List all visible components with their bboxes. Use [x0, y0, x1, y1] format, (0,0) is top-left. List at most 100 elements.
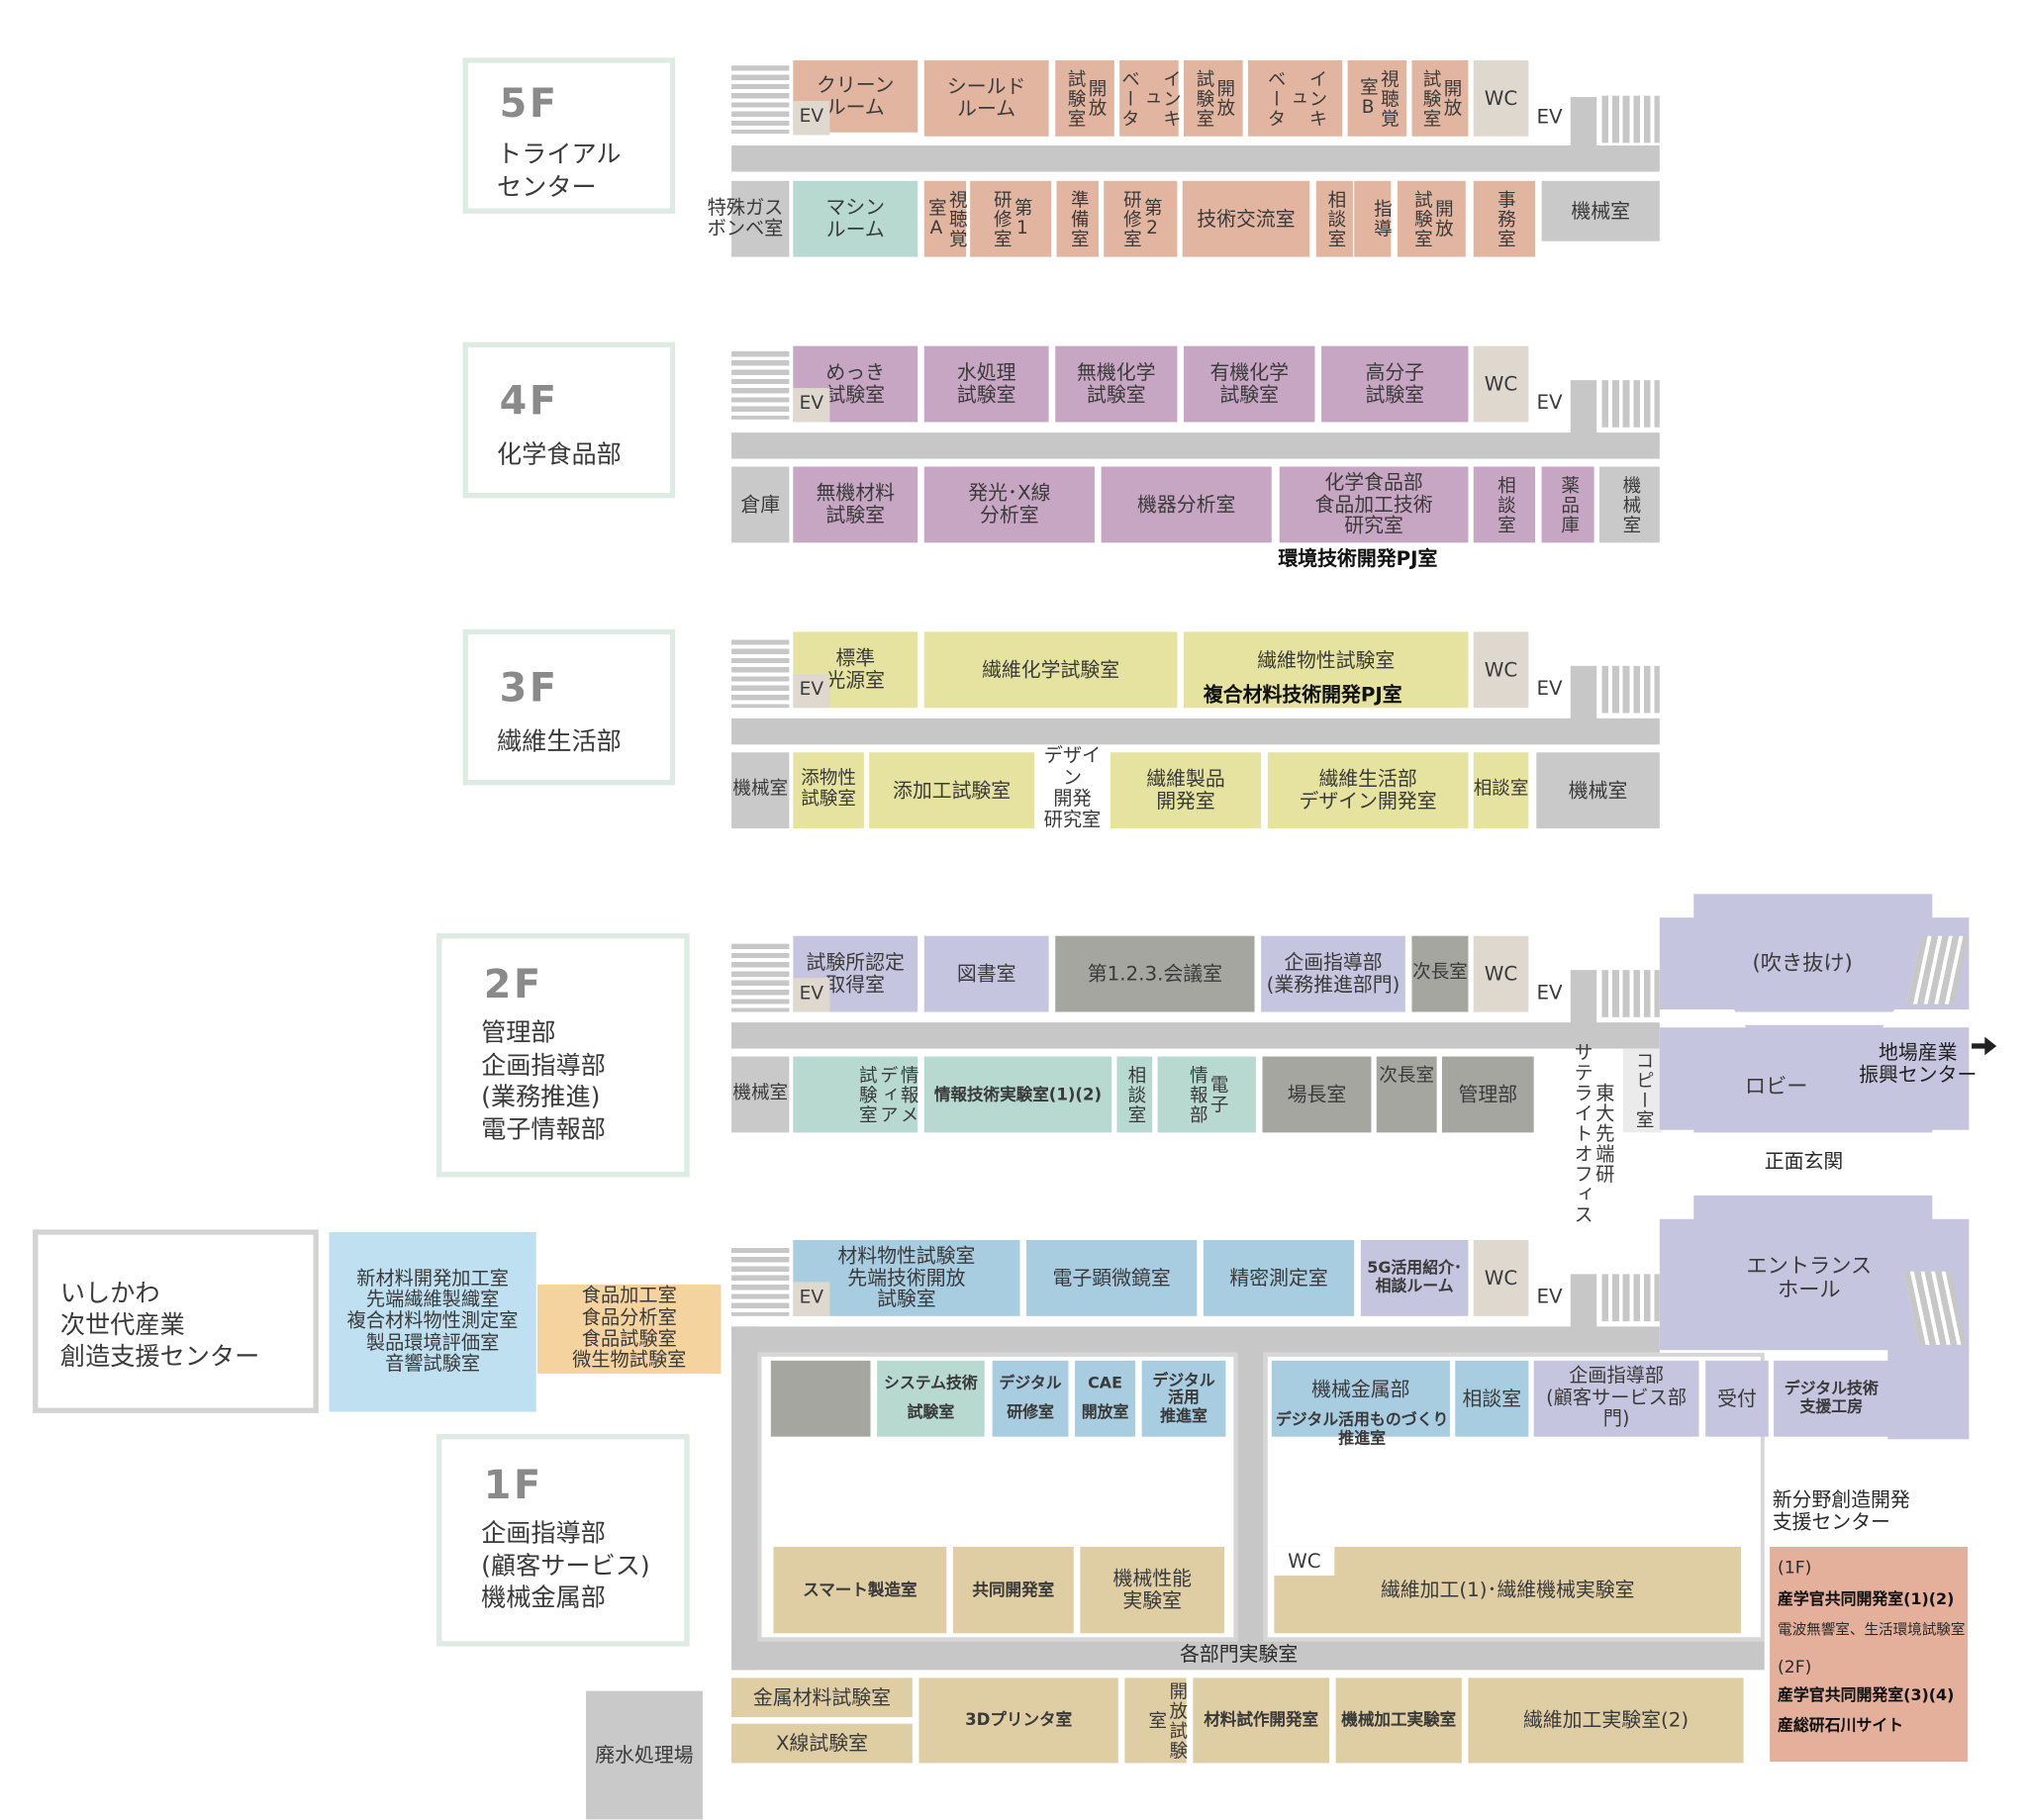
room-material-properties[interactable]: 材料物性試験室 先端技術開放 試験室	[793, 1239, 1020, 1316]
room-instrument-analysis[interactable]: 機器分析室	[1101, 466, 1272, 543]
corridor	[731, 145, 1660, 172]
room-office[interactable]: 事務室	[1473, 180, 1535, 257]
elevator: EV	[1536, 675, 1563, 700]
room-digital-promotion[interactable]: デジタル 活用 推進室	[1141, 1360, 1226, 1437]
room-incubator[interactable]: インキュ ベータ	[1247, 59, 1343, 137]
room-polymer[interactable]: 高分子 試験室	[1321, 345, 1469, 423]
room-inorganic[interactable]: 無機化学 試験室	[1055, 345, 1178, 423]
room-deputy-director[interactable]: 次長室	[1411, 935, 1469, 1012]
room-planning-customer[interactable]: 企画指導部 (顧客サービス部門)	[1533, 1360, 1699, 1437]
corridor	[731, 432, 1660, 459]
restroom: WC	[1473, 935, 1529, 1012]
room-fiber-products[interactable]: 繊維製品 開発室	[1110, 752, 1262, 829]
room-exchange[interactable]: 技術交流室	[1182, 180, 1310, 257]
room-fiber-processing-1[interactable]: 繊維加工(1)･繊維機械実験室	[1274, 1546, 1741, 1634]
room-fiber-processing-2[interactable]: 繊維加工実験室(2)	[1468, 1677, 1744, 1764]
room-joint-development[interactable]: 共同開発室	[952, 1546, 1074, 1634]
restroom: WC	[1473, 59, 1529, 137]
reception[interactable]: 受付	[1705, 1360, 1769, 1437]
room-consult[interactable]: 相談室	[1473, 752, 1529, 829]
floor-1f-label: 1F	[483, 1463, 543, 1509]
corridor	[1570, 970, 1597, 1025]
room-consult[interactable]: 相談室	[1455, 1360, 1529, 1437]
room-additive-processing[interactable]: 添加工試験室	[869, 752, 1035, 829]
ishikawa-food-rooms[interactable]: 食品加工室 食品分析室 食品試験室 微生物試験室	[537, 1285, 722, 1375]
room-open-lab[interactable]: 開放 試験室	[1411, 59, 1469, 137]
room-meeting[interactable]: 第1.2.3.会議室	[1055, 935, 1255, 1012]
room-inorganic-materials[interactable]: 無機材料 試験室	[793, 466, 918, 543]
stairs-icon	[1601, 1274, 1660, 1322]
room-consult[interactable]: 相談室	[1473, 466, 1535, 543]
room-digital-manufacturing[interactable]: デジタル活用ものづくり 推進室	[1275, 1410, 1449, 1448]
room-chemicals[interactable]: 薬品庫	[1541, 466, 1594, 543]
room-electron-microscope[interactable]: 電子顕微鏡室	[1026, 1239, 1198, 1316]
room-planning-promotion[interactable]: 企画指導部 (業務推進部門)	[1261, 935, 1405, 1012]
room-precision-measurement[interactable]: 精密測定室	[1203, 1239, 1355, 1316]
room-organic[interactable]: 有機化学 試験室	[1184, 345, 1315, 423]
floor-4f-name: 化学食品部	[496, 440, 622, 470]
room-av-a[interactable]: 視聴覚室A	[923, 180, 967, 257]
room-machine-performance[interactable]: 機械性能 実験室	[1080, 1546, 1225, 1634]
arrow-right-icon	[1972, 1043, 1987, 1049]
room-deputy-director[interactable]: 次長室	[1376, 1056, 1437, 1133]
room-mechanical-metals[interactable]: 機械金属部	[1271, 1360, 1450, 1437]
elevator: EV	[793, 673, 830, 709]
room-5g[interactable]: 5G活用紹介･ 相談ルーム	[1360, 1239, 1469, 1316]
room-design-research[interactable]: デザイン 開発 研究室	[1043, 745, 1102, 832]
stairs-icon	[1601, 970, 1660, 1017]
room-digital-workshop[interactable]: デジタル技術 支援工房	[1774, 1360, 1889, 1437]
room-machining[interactable]: 機械加工実験室	[1335, 1677, 1462, 1764]
room-xray-analysis[interactable]: 発光･X線 分析室	[923, 466, 1095, 543]
room-fiber-properties[interactable]: 繊維物性試験室	[1184, 631, 1469, 709]
elevator: EV	[793, 978, 830, 1012]
room-guidance[interactable]: 指導	[1354, 180, 1393, 257]
room-3d-printer[interactable]: 3Dプリンタ室	[918, 1677, 1118, 1764]
ishikawa-center-title: いしかわ 次世代産業 創造支援センター	[59, 1279, 260, 1371]
arrow-right-icon	[1984, 1036, 1997, 1056]
room-admin[interactable]: 管理部	[1441, 1056, 1534, 1133]
room-info-tech-lab[interactable]: 情報技術実験室(1)(2)	[923, 1056, 1112, 1133]
room-system-tech[interactable]: システム技術 試験室	[877, 1360, 985, 1437]
floor-2f-label: 2F	[483, 962, 543, 1008]
room-incubator[interactable]: インキュ ベータ	[1119, 59, 1182, 137]
room-digital-training[interactable]: デジタル 研修室	[992, 1360, 1069, 1437]
room-fiber-chemistry[interactable]: 繊維化学試験室	[923, 631, 1178, 709]
room-consult[interactable]: 相談室	[1116, 1056, 1153, 1133]
entrance-hall	[1887, 1347, 1970, 1440]
room-unlabeled	[770, 1360, 871, 1437]
room-water[interactable]: 水処理 試験室	[923, 345, 1049, 423]
room-director[interactable]: 場長室	[1262, 1056, 1372, 1133]
room-open-lab[interactable]: 開放 試験室	[1397, 180, 1466, 257]
room-consult[interactable]: 相談室	[1315, 180, 1353, 257]
room-additive[interactable]: 添物性 試験室	[793, 752, 864, 829]
corridor	[731, 1326, 1660, 1353]
room-training-2[interactable]: 第2 研修室	[1104, 180, 1178, 257]
room-electronics[interactable]: 電子 情報部	[1157, 1056, 1256, 1133]
new-field-center-box[interactable]	[1770, 1546, 1969, 1763]
room-training-1[interactable]: 第1 研修室	[970, 180, 1052, 257]
room-open-lab[interactable]: 開放 試験室	[1055, 59, 1114, 137]
room-info-media[interactable]: 情報メディア 試験室	[793, 1056, 918, 1133]
room-shield[interactable]: シールド ルーム	[923, 59, 1049, 137]
room-prep[interactable]: 準備室	[1056, 180, 1099, 257]
floor-2f-name: 管理部 企画指導部 (業務推進) 電子情報部	[481, 1018, 606, 1145]
room-library[interactable]: 図書室	[923, 935, 1049, 1012]
room-cae[interactable]: CAE 開放室	[1075, 1360, 1136, 1437]
floor-1f-name: 企画指導部 (顧客サービス) 機械金属部	[481, 1519, 650, 1613]
room-open-lab[interactable]: 開放試験室	[1124, 1677, 1188, 1764]
room-av-b[interactable]: 視聴覚室B	[1347, 59, 1407, 137]
room-open-lab[interactable]: 開放 試験室	[1184, 59, 1243, 137]
room-machine[interactable]: マシン ルーム	[793, 180, 918, 257]
stairs-icon	[731, 350, 790, 420]
room-metal-materials[interactable]: 金属材料試験室	[731, 1677, 913, 1718]
room-smart-manufacturing[interactable]: スマート製造室	[773, 1546, 947, 1634]
room-material-prototype[interactable]: 材料試作開発室	[1193, 1677, 1330, 1764]
room-mechanical: 機械室	[1598, 466, 1660, 543]
room-satellite-office[interactable]: 東大先端研 サテライトオフィス	[1571, 1042, 1614, 1226]
jiba-center-label[interactable]: 地場産業 振興センター	[1859, 1040, 1978, 1088]
room-lifestyle-design[interactable]: 繊維生活部 デザイン開発室	[1267, 752, 1469, 829]
room-copy[interactable]: コピー室	[1622, 1048, 1663, 1133]
room-food-research[interactable]: 化学食品部 食品加工技術 研究室	[1279, 466, 1469, 543]
room-xray[interactable]: X線試験室	[731, 1723, 913, 1764]
ishikawa-rooms[interactable]: 新材料開発加工室 先端繊維製織室 複合材料物性測定室 製品環境評価室 音響試験室	[329, 1232, 536, 1412]
